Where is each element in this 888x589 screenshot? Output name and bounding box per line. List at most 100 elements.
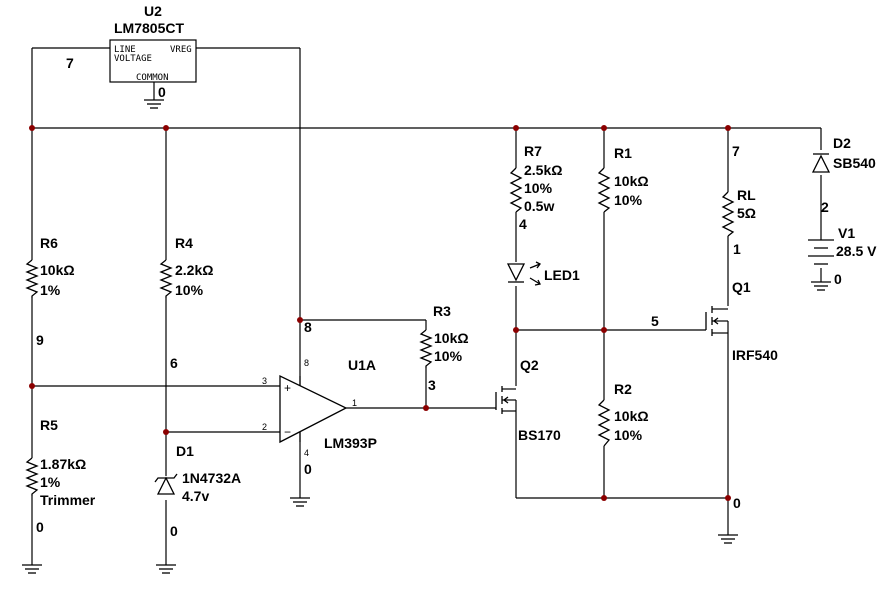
ground-icon — [22, 564, 42, 574]
d1-ref: D1 — [176, 443, 194, 459]
opamp-u1a: + − 3 2 1 8 4 — [262, 358, 357, 458]
junction-dot — [29, 383, 35, 389]
resistor-zigzag — [419, 329, 433, 368]
mosfet-q1 — [705, 306, 729, 354]
q2-part: BS170 — [518, 427, 561, 443]
junction-dot — [297, 317, 303, 323]
opamp-pin-8: 8 — [304, 358, 309, 368]
resistor-zigzag — [25, 457, 39, 496]
junction-dot — [163, 429, 169, 435]
q1-ref: Q1 — [732, 279, 751, 295]
diode-d2 — [811, 153, 831, 173]
r2-ref: R2 — [614, 381, 632, 397]
resistor-r2 — [597, 399, 611, 447]
ground-icon — [811, 281, 831, 291]
node-label: 8 — [304, 319, 312, 335]
r3-ref: R3 — [433, 303, 451, 319]
ground-icon — [290, 497, 310, 507]
u2-regulator: LINE VOLTAGE VREG COMMON U2 LM7805CT 0 — [109, 3, 197, 100]
q2-ref: Q2 — [520, 357, 539, 373]
zener-bar — [154, 473, 178, 483]
node-label: 0 — [733, 495, 741, 511]
junction-dot — [601, 125, 607, 131]
opamp-pin-1: 1 — [352, 398, 357, 408]
resistor-r4 — [159, 259, 173, 298]
r7-power: 0.5w — [524, 198, 554, 214]
led-ray-arrow — [529, 263, 541, 269]
junction-dot — [513, 327, 519, 333]
node-label: 0 — [304, 461, 312, 477]
resistor-r1 — [597, 167, 611, 213]
junction-dot — [163, 125, 169, 131]
resistor-zigzag — [597, 167, 611, 213]
resistor-zigzag — [509, 167, 523, 213]
junction-dots — [29, 125, 731, 501]
node-label: 7 — [66, 55, 74, 71]
regulator-pin-voltage: VOLTAGE — [114, 54, 152, 64]
node-label: 9 — [36, 332, 44, 348]
r2-tolerance: 10% — [614, 427, 643, 443]
r1-ref: R1 — [614, 145, 632, 161]
junction-dot — [513, 125, 519, 131]
junction-dot — [725, 495, 731, 501]
opamp-pin-2: 2 — [262, 422, 267, 432]
v1-value: 28.5 V — [836, 243, 877, 259]
zener-diode-d1 — [154, 473, 178, 495]
q1-part: IRF540 — [732, 347, 778, 363]
r1-value: 10kΩ — [614, 173, 649, 189]
regulator-pin-line: LINE — [114, 45, 136, 55]
rl-value: 5Ω — [737, 205, 756, 221]
junction-dot — [725, 125, 731, 131]
r7-value: 2.5kΩ — [524, 162, 562, 178]
r4-value: 2.2kΩ — [175, 262, 213, 278]
v1-ref: V1 — [838, 225, 855, 241]
r2-value: 10kΩ — [614, 408, 649, 424]
r3-value: 10kΩ — [434, 330, 469, 346]
r7-tolerance: 10% — [524, 180, 553, 196]
opamp-triangle — [279, 374, 348, 444]
ground-icon — [156, 564, 176, 574]
r5-ref: R5 — [40, 417, 58, 433]
mosfet-arrow — [712, 317, 719, 325]
u2-part: LM7805CT — [114, 20, 184, 36]
wires — [31, 47, 822, 565]
node-label: 0 — [36, 519, 44, 535]
node-label: 4 — [519, 216, 527, 232]
node-label: 0 — [170, 523, 178, 539]
r1-tolerance: 10% — [614, 192, 643, 208]
ground-icon — [144, 99, 164, 109]
led-triangle — [506, 263, 526, 282]
d2-part: SB540 — [833, 155, 876, 171]
r5-note: Trimmer — [40, 492, 96, 508]
node-label: 2 — [821, 199, 829, 215]
r4-tolerance: 10% — [175, 282, 204, 298]
d1-value: 4.7v — [182, 488, 209, 504]
led-ray-arrow — [535, 261, 541, 269]
resistor-zigzag — [721, 191, 735, 237]
r6-ref: R6 — [40, 235, 58, 251]
led-ray-arrow — [529, 277, 541, 285]
d2-ref: D2 — [833, 135, 851, 151]
mosfet-q2 — [495, 386, 517, 430]
resistor-r5 — [25, 457, 39, 496]
resistor-r7 — [509, 167, 523, 213]
resistor-rl — [721, 191, 735, 237]
opamp-pin-3: 3 — [262, 376, 267, 386]
node-label: 0 — [834, 271, 842, 287]
r6-value: 10kΩ — [40, 262, 75, 278]
junction-dot — [29, 125, 35, 131]
node-numbers: 7 9 0 6 0 8 3 0 4 5 7 2 1 0 0 — [36, 55, 842, 539]
diode-triangle — [156, 476, 176, 495]
led1 — [506, 261, 541, 286]
resistor-zigzag — [159, 259, 173, 298]
led1-ref: LED1 — [544, 267, 580, 283]
led-ray-arrow — [534, 279, 541, 286]
junction-dot — [601, 495, 607, 501]
opamp-pin-4: 4 — [304, 448, 309, 458]
node-label: 7 — [732, 143, 740, 159]
node-label: 6 — [170, 355, 178, 371]
node-label: 5 — [651, 313, 659, 329]
r6-tolerance: 1% — [40, 282, 61, 298]
